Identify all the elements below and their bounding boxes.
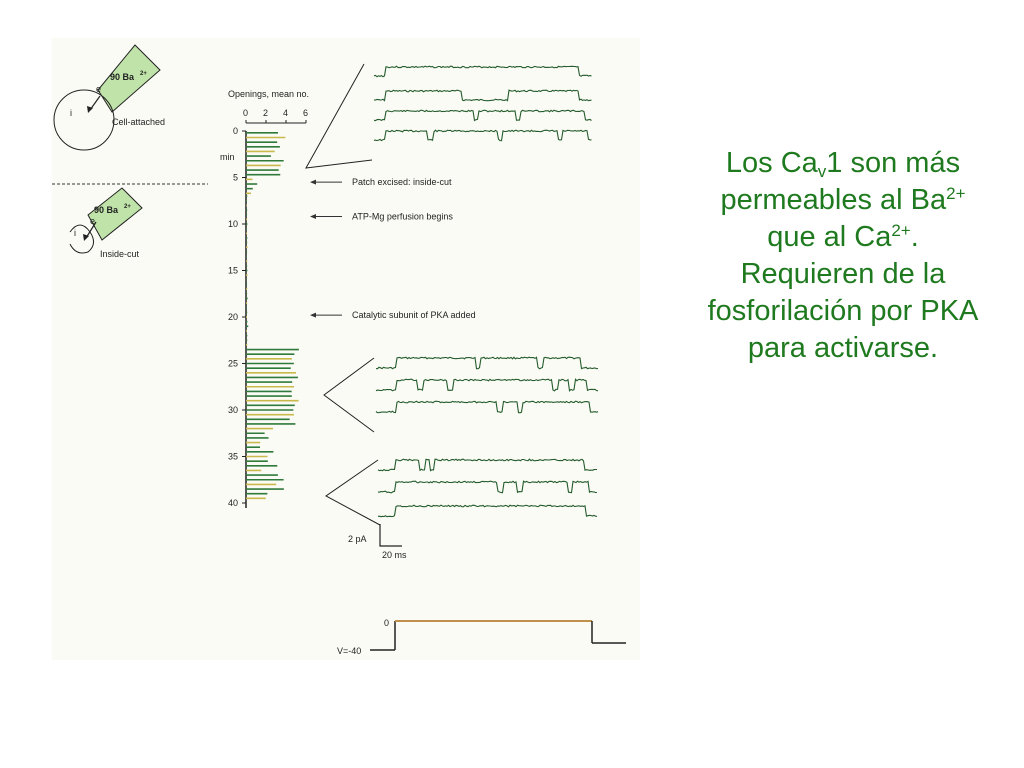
x-tick-label: 4 [283,108,288,118]
y-tick-label: 30 [228,405,238,415]
scale-bar-time: 20 ms [382,550,407,560]
histogram-y-ticks: 0 5 10 15 20 25 30 35 40 [228,126,246,508]
ion-charge-bottom: 2+ [124,204,131,210]
config-label-top: Cell-attached [112,117,165,127]
caption-text: Los Cav1 son más permeables al Ba2+ que … [668,145,1018,367]
marker-top: e [96,84,101,94]
event-label: ATP-Mg perfusion begins [352,212,453,222]
zoom-wedge-2 [323,357,375,433]
y-tick-label: 40 [228,498,238,508]
x-tick-label: 0 [243,108,248,118]
openings-histogram: Openings, mean no. 0 2 4 6 min 0 5 10 15 20 25 30… [220,89,309,508]
y-tick-label: 25 [228,359,238,369]
protocol-step-level: 0 [384,618,389,628]
channel-trace [375,400,599,414]
y-tick-label: 5 [233,173,238,183]
current-arrow-bottom [85,221,97,239]
cell-attached-inset: i 90 Ba 2+ e Cell-attached [53,44,165,151]
pipette-bottom [87,187,143,241]
protocol-holding-level: V=-40 [337,646,361,656]
channel-trace [377,504,598,518]
single-channel-traces [373,65,599,518]
event-label: Patch excised: inside-cut [352,177,452,187]
caption-line-5: fosforilación por PKA [707,295,979,327]
caption-line-4: Requieren de la [740,258,946,290]
caption-line-3: que al Ca2+. [767,221,919,253]
inside-cut-inset: i 90 Ba 2+ e Inside-cut [69,187,143,259]
ion-label-bottom: 90 Ba [94,205,119,215]
membrane-patch [69,224,94,254]
event-marker: ATP-Mg perfusion begins [310,212,453,222]
zoom-wedge-3 [325,459,381,526]
y-tick-label: 35 [228,452,238,462]
scale-bar: 2 pA 20 ms [348,524,407,560]
event-marker: Patch excised: inside-cut [310,177,452,187]
cell-label-top: i [70,108,72,118]
event-marker: Catalytic subunit of PKA added [310,310,476,320]
histogram-unit-label: min [220,152,235,162]
channel-trace [373,129,592,142]
voltage-protocol: 0 V=-40 [337,618,626,656]
pipette-top [97,44,161,113]
channel-trace [375,378,599,392]
zoom-wedge-1 [305,63,373,169]
x-tick-label: 2 [263,108,268,118]
channel-trace [373,109,592,122]
x-tick-label: 6 [303,108,308,118]
marker-bottom: e [90,216,95,226]
channel-trace [375,356,599,370]
channel-trace [377,458,597,472]
y-tick-label: 15 [228,266,238,276]
ion-label-top: 90 Ba [110,72,135,82]
patch-clamp-figure: i 90 Ba 2+ e Cell-attached i 90 Ba 2+ e … [52,38,640,660]
histogram-bars [246,132,299,500]
cell-top [53,89,115,151]
y-tick-label: 0 [233,126,238,136]
config-label-bottom: Inside-cut [100,249,140,259]
y-tick-label: 10 [228,219,238,229]
caption-line-1: Los Cav1 son más [725,147,961,181]
zoom-wedges [305,63,381,526]
scale-bar-current: 2 pA [348,534,367,544]
event-label: Catalytic subunit of PKA added [352,310,476,320]
caption-line-2: permeables al Ba2+ [720,184,966,216]
channel-trace [373,65,592,78]
ion-charge-top: 2+ [140,71,147,77]
cell-label-bottom: i [74,228,76,238]
caption-line-6: para activarse. [747,332,939,364]
channel-trace [377,480,597,494]
y-tick-label: 20 [228,312,238,322]
channel-trace [373,89,592,102]
histogram-axis-title: Openings, mean no. [228,89,309,99]
histogram-x-ticks: 0 2 4 6 [243,108,308,123]
